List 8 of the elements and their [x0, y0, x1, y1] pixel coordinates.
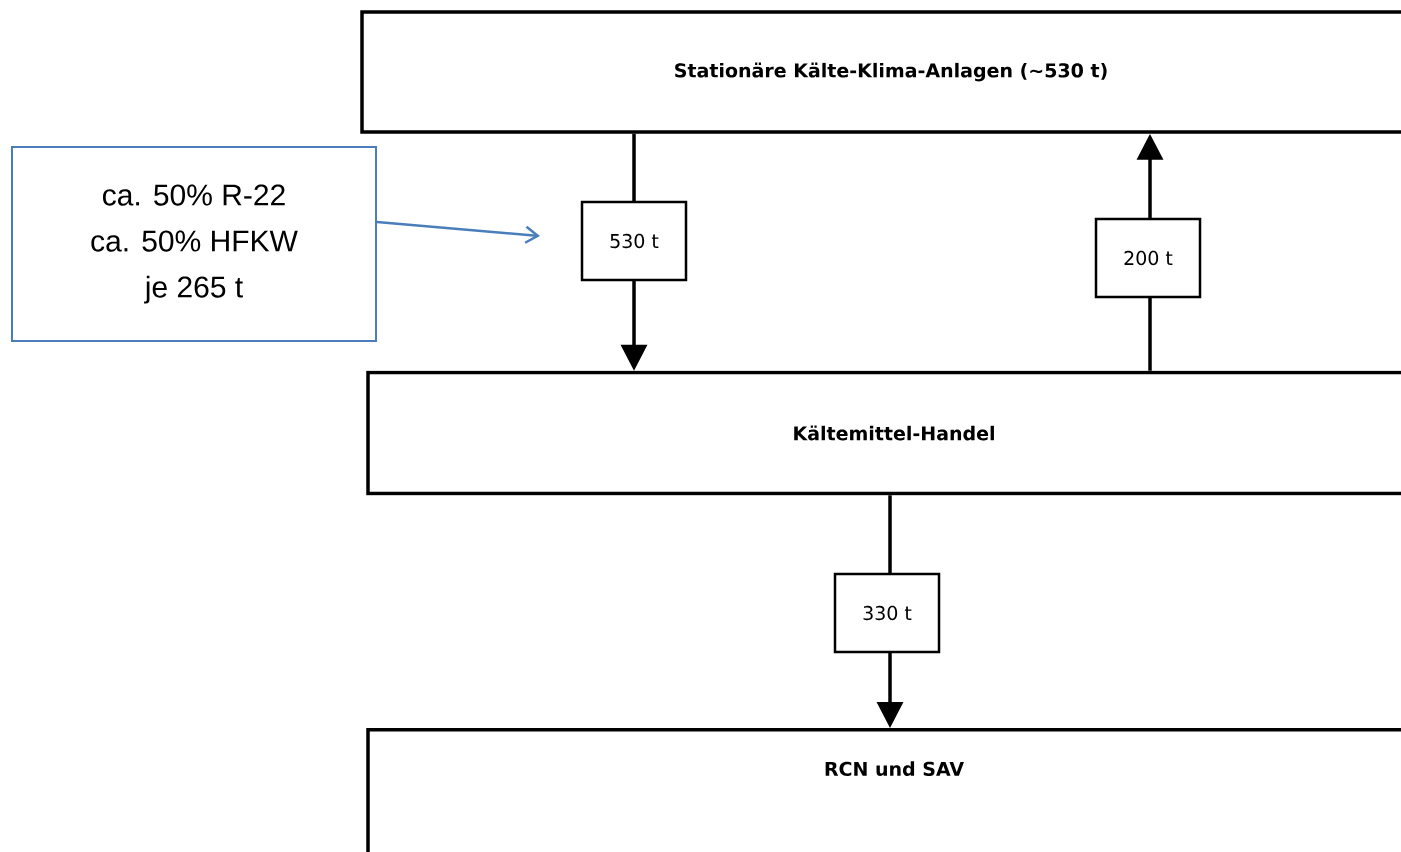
- process-box: RCN und SAV: [366, 728, 1401, 852]
- process-box: Kältemittel-Handel: [366, 370, 1401, 496]
- leader-arrow: [376, 220, 540, 244]
- callout-box: ca. 50% R-22 ca. 50% HFKW je 265 t: [11, 146, 377, 342]
- process-box: Stationäre Kälte-Klima-Anlagen (~530 t): [360, 10, 1401, 134]
- edge-label: 330 t: [833, 572, 941, 654]
- edge-label: 200 t: [1094, 217, 1202, 299]
- edge-label: 530 t: [580, 200, 688, 282]
